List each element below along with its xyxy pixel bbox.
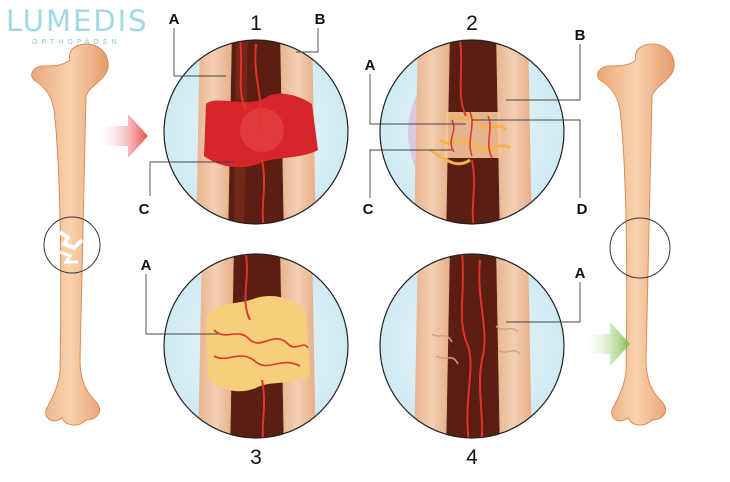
panel-3-label-a: A [141,257,152,274]
panel-3-hard-callus [163,253,349,439]
panel-4-label-a: A [575,265,586,282]
leader-lines [145,28,581,335]
panel-2-label-c: C [363,201,374,218]
panel-2-number: 2 [466,12,478,35]
right-femur [597,43,675,426]
panel-2-label-d: D [577,201,588,218]
arrow-into-healing [96,114,148,158]
panel-3-number: 3 [250,446,262,469]
left-femur [31,43,109,426]
panel-1-label-a: A [169,11,180,28]
brand-tagline: ORTHOPÄDEN [32,38,121,46]
panel-1-hematoma [163,39,349,225]
panel-2-soft-callus [379,39,565,225]
panel-2-label-a: A [365,57,376,74]
panel-1-label-c: C [139,201,150,218]
panel-1-number: 1 [250,12,262,35]
brand-logo: LUMEDIS ORTHOPÄDEN [6,4,166,48]
arrow-healed-result [582,322,630,366]
panel-1-label-b: B [315,11,326,28]
brand-name: LUMEDIS [6,4,149,38]
panel-4-remodeling [379,253,565,439]
panel-2-label-b: B [575,27,586,44]
panel-4-number: 4 [466,446,478,469]
